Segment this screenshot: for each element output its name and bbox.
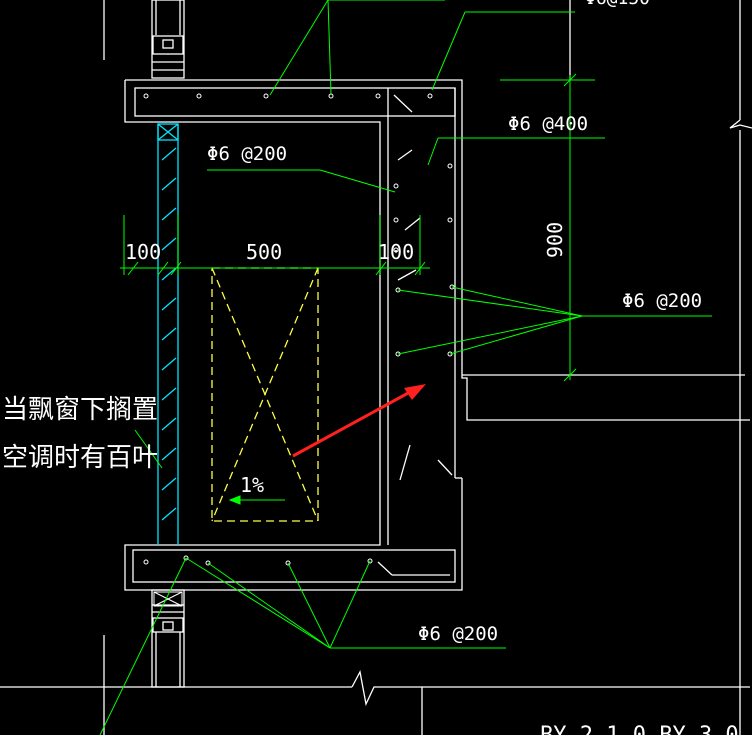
top-slab <box>125 79 750 421</box>
note-line-1: 当飘窗下搁置 <box>2 395 158 425</box>
louver-insulation <box>157 123 179 545</box>
slope-label: 1% <box>240 473 264 497</box>
bottom-partial-label: BY 2 1 0 BY 3 0 0 <box>540 723 752 735</box>
rebar-bottom-label: Φ6 @200 <box>418 623 498 645</box>
ac-unit <box>211 267 319 522</box>
red-arrow <box>292 384 426 458</box>
dim-right-label: 100 <box>378 240 414 264</box>
rebar-inner-label: Φ6 @200 <box>207 143 287 165</box>
window-frame-cross <box>153 591 183 607</box>
dim-left-label: 100 <box>125 240 161 264</box>
dim-middle-label: 500 <box>246 240 282 264</box>
dim-height-label: 900 <box>543 222 567 258</box>
rebar-side-upper-label: Φ6 @400 <box>508 113 588 135</box>
rebar-side-lower-label: Φ6 @200 <box>622 290 702 312</box>
leaders <box>99 0 712 735</box>
rebar-top-partial-label: Φ6@150 <box>585 0 650 9</box>
note-line-2: 空调时有百叶 <box>2 443 158 473</box>
window-frame-top <box>151 0 185 79</box>
rebar-dots <box>143 93 455 566</box>
